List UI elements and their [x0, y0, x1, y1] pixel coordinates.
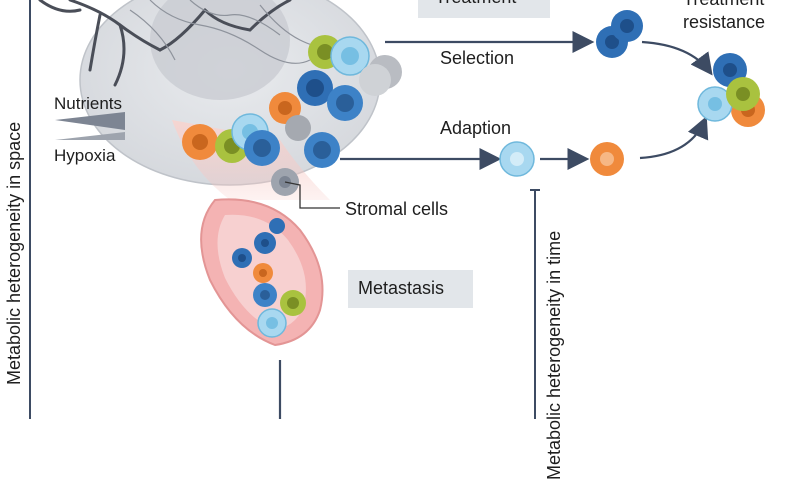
resistance-cluster: [697, 53, 765, 127]
resistance-arrow-top: [641, 40, 713, 76]
resistance-arrow-bottom: [639, 115, 709, 160]
space-axis-label: Metabolic heterogeneity in space: [4, 121, 24, 385]
nutrients-wedge: [55, 112, 125, 130]
diagram-canvas: [29, 0, 765, 419]
time-axis-label: Metabolic heterogeneity in time: [544, 230, 564, 480]
blood-vessel: [200, 198, 324, 347]
selection-cells: [596, 10, 643, 58]
treatment-label: Treatment: [435, 0, 516, 8]
stromal-cells-label: Stromal cells: [345, 199, 449, 219]
adaption-label: Adaption: [440, 118, 512, 138]
treatment-resistance-label-1: Treatment: [683, 0, 764, 10]
treatment-box: [418, 0, 550, 18]
treatment-resistance-label-2: resistance: [683, 12, 766, 32]
hypoxia-label: Hypoxia: [54, 146, 116, 165]
stromal-pointer: [284, 181, 340, 209]
branch-strands: [129, 0, 331, 64]
metastasis-box: [348, 270, 473, 308]
hypoxia-wedge: [55, 132, 125, 140]
metastasis-label: Metastasis: [358, 278, 445, 298]
arrows: [278, 31, 713, 419]
nutrients-label: Nutrients: [54, 94, 123, 113]
selection-label: Selection: [440, 48, 515, 68]
